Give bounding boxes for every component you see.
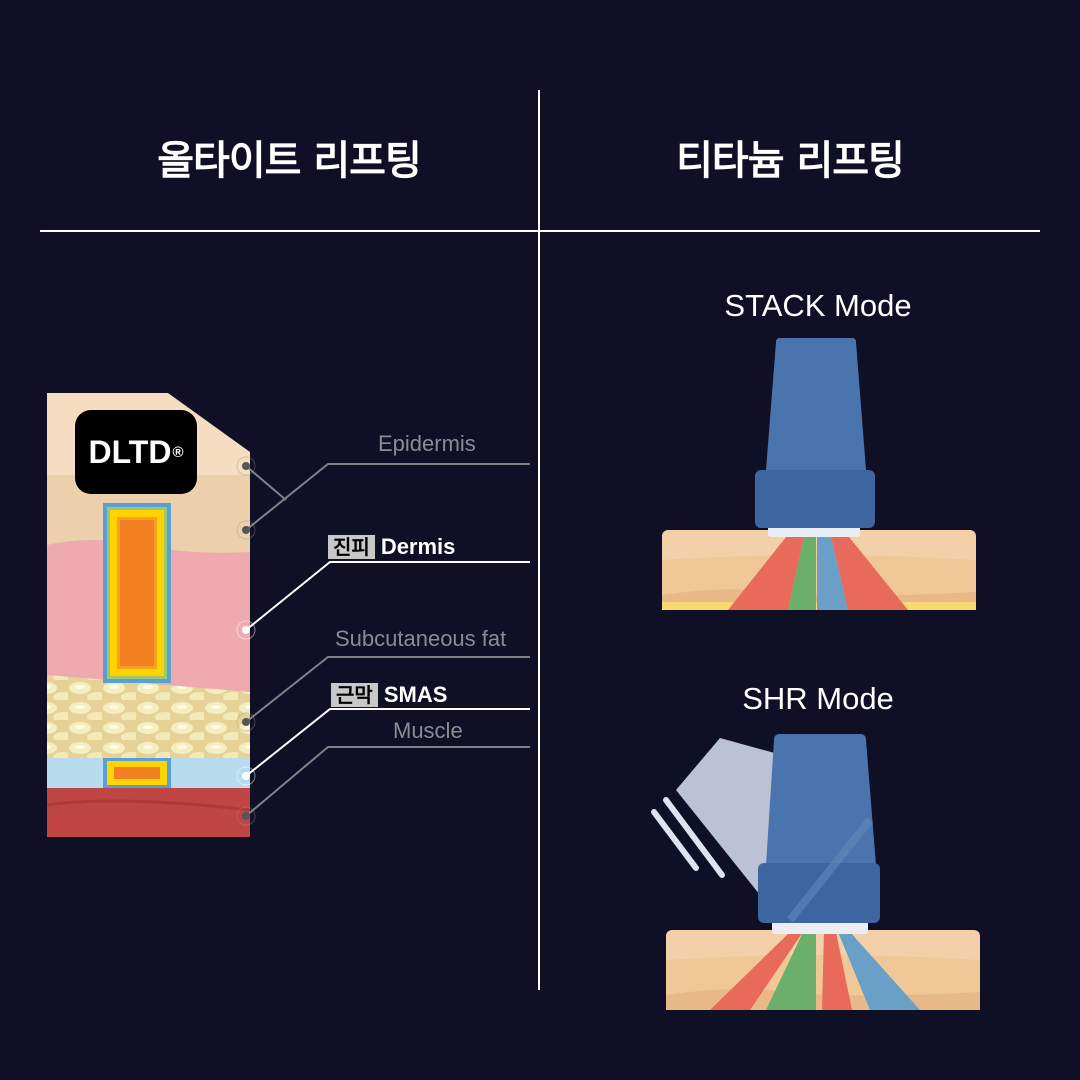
skin-layer-diagram [47,393,530,837]
label-subcutaneous-fat: Subcutaneous fat [335,626,507,651]
dltd-badge: DLTD® [75,410,197,494]
dermis-korean-tag: 진피 [328,535,375,559]
vertical-divider [538,90,540,990]
label-muscle: Muscle [393,718,463,743]
smas-korean-tag: 근막 [331,683,378,707]
stack-mode-title: STACK Mode [724,288,912,323]
thermal-zone-smas [103,758,171,788]
stack-mode-illustration [662,338,976,610]
right-column-title: 티타늄 리프팅 [676,138,905,184]
thermal-zone-dermis [103,503,171,683]
left-column-title: 올타이트 리프팅 [157,138,422,184]
horizontal-divider [40,230,1040,232]
shr-mode-illustration [651,734,980,1010]
label-epidermis: Epidermis [378,431,476,456]
shr-mode-title: SHR Mode [742,681,894,716]
